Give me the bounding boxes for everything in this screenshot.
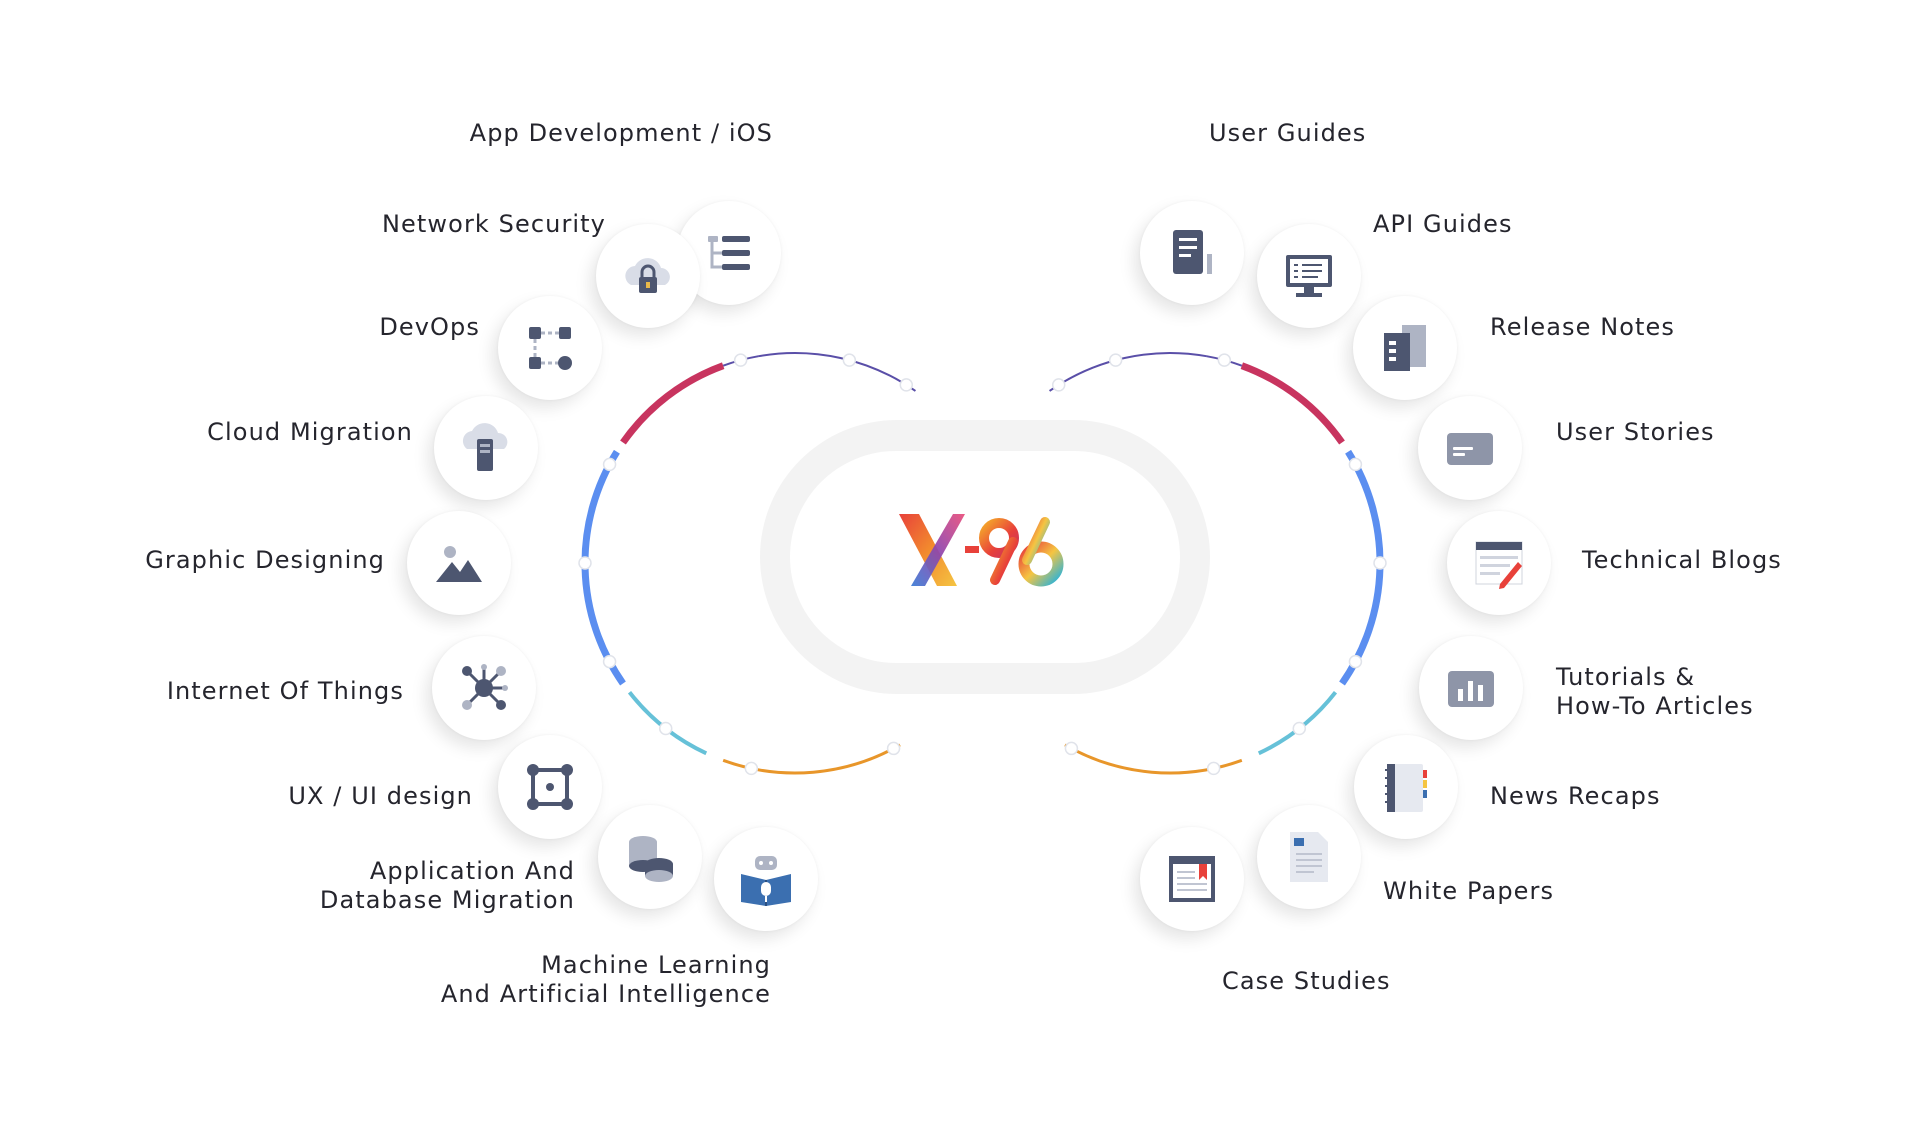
left-arc-dot [602, 457, 617, 472]
label-user-stories: User Stories [1556, 418, 1715, 446]
left-arc-dot [658, 721, 673, 736]
x96-logo [899, 514, 1064, 587]
robot-book-icon [741, 856, 791, 906]
node-application-and-database-migration[interactable] [598, 805, 702, 909]
label-tutorials-how-to-articles: Tutorials & How-To Articles [1556, 663, 1754, 720]
node-release-notes[interactable] [1353, 296, 1457, 400]
node-case-studies[interactable] [1140, 827, 1244, 931]
image-icon [436, 546, 482, 582]
node-devops[interactable] [498, 296, 602, 400]
network-hub-icon [462, 664, 508, 710]
left-arc-red [620, 362, 725, 445]
label-graphic-designing: Graphic Designing [145, 546, 385, 574]
left-arc-dot [602, 654, 617, 669]
right-arc-dot [1064, 741, 1079, 756]
bar-chart-icon [1448, 671, 1494, 707]
right-arc-red [1240, 362, 1345, 445]
label-internet-of-things: Internet Of Things [166, 677, 404, 705]
node-graphic-designing[interactable] [407, 511, 511, 615]
label-cloud-migration: Cloud Migration [207, 418, 413, 446]
center-pill-inner [790, 451, 1180, 663]
left-arc-dot [744, 761, 759, 776]
database-icon [629, 836, 673, 882]
node-ux-ui-design[interactable] [498, 735, 602, 839]
node-white-papers[interactable] [1257, 805, 1361, 909]
node-machine-learning-and-artificial-intelligence[interactable] [714, 827, 818, 931]
paper-icon [1290, 832, 1328, 882]
node-technical-blogs[interactable] [1447, 511, 1551, 615]
right-arc-dot [1217, 353, 1232, 367]
label-ux-ui-design: UX / UI design [288, 782, 473, 810]
label-white-papers: White Papers [1383, 877, 1555, 905]
label-machine-learning-and-artificial-intelligence: Machine Learning And Artificial Intellig… [440, 951, 771, 1008]
node-cloud-migration[interactable] [434, 396, 538, 500]
notebook-icon [1385, 764, 1427, 812]
right-arc-dot [1292, 721, 1307, 736]
left-arc-dot [899, 378, 914, 392]
label-technical-blogs: Technical Blogs [1582, 546, 1782, 574]
label-application-and-database-migration: Application And Database Migration [319, 857, 575, 914]
node-api-guides[interactable] [1257, 224, 1361, 328]
frame-icon [527, 764, 573, 810]
card-icon [1447, 433, 1493, 465]
label-devops: DevOps [379, 313, 480, 341]
node-user-guides[interactable] [1140, 201, 1244, 305]
right-arc-blue [1339, 449, 1384, 686]
monitor-checklist-icon [1286, 255, 1332, 297]
right-arc-dot [1051, 378, 1066, 392]
right-arc-dot [1348, 654, 1363, 669]
label-case-studies: Case Studies [1222, 967, 1391, 995]
label-release-notes: Release Notes [1490, 313, 1676, 341]
cloud-server-icon [462, 423, 508, 471]
label-user-guides: User Guides [1209, 119, 1367, 147]
node-tutorials-how-to-articles[interactable] [1419, 636, 1523, 740]
node-news-recaps[interactable] [1354, 735, 1458, 839]
edit-document-icon [1475, 541, 1523, 589]
left-arc-dot [578, 556, 592, 570]
left-arc-purple [758, 352, 917, 392]
right-arc-dot [1206, 761, 1221, 776]
label-network-security: Network Security [382, 210, 606, 238]
label-app-development-ios: App Development / iOS [469, 119, 773, 147]
cloud-lock-icon [625, 258, 670, 293]
node-network-security[interactable] [596, 224, 700, 328]
label-api-guides: API Guides [1373, 210, 1513, 238]
left-arc-dot [733, 353, 748, 367]
right-arc-dot [1108, 353, 1123, 367]
stacked-documents-icon [1384, 325, 1426, 371]
bookmark-window-icon [1169, 856, 1215, 902]
right-arc-purple [1048, 352, 1207, 392]
right-arc-dot [1348, 457, 1363, 472]
document-icon [1173, 230, 1212, 274]
workflow-icon [529, 327, 572, 370]
node-user-stories[interactable] [1418, 396, 1522, 500]
left-arc-dot [886, 741, 901, 756]
list-structure-icon [708, 236, 750, 270]
left-arc-blue [581, 449, 626, 686]
node-internet-of-things[interactable] [432, 636, 536, 740]
label-news-recaps: News Recaps [1490, 782, 1661, 810]
right-arc-dot [1373, 556, 1387, 570]
left-arc-dot [842, 353, 857, 367]
